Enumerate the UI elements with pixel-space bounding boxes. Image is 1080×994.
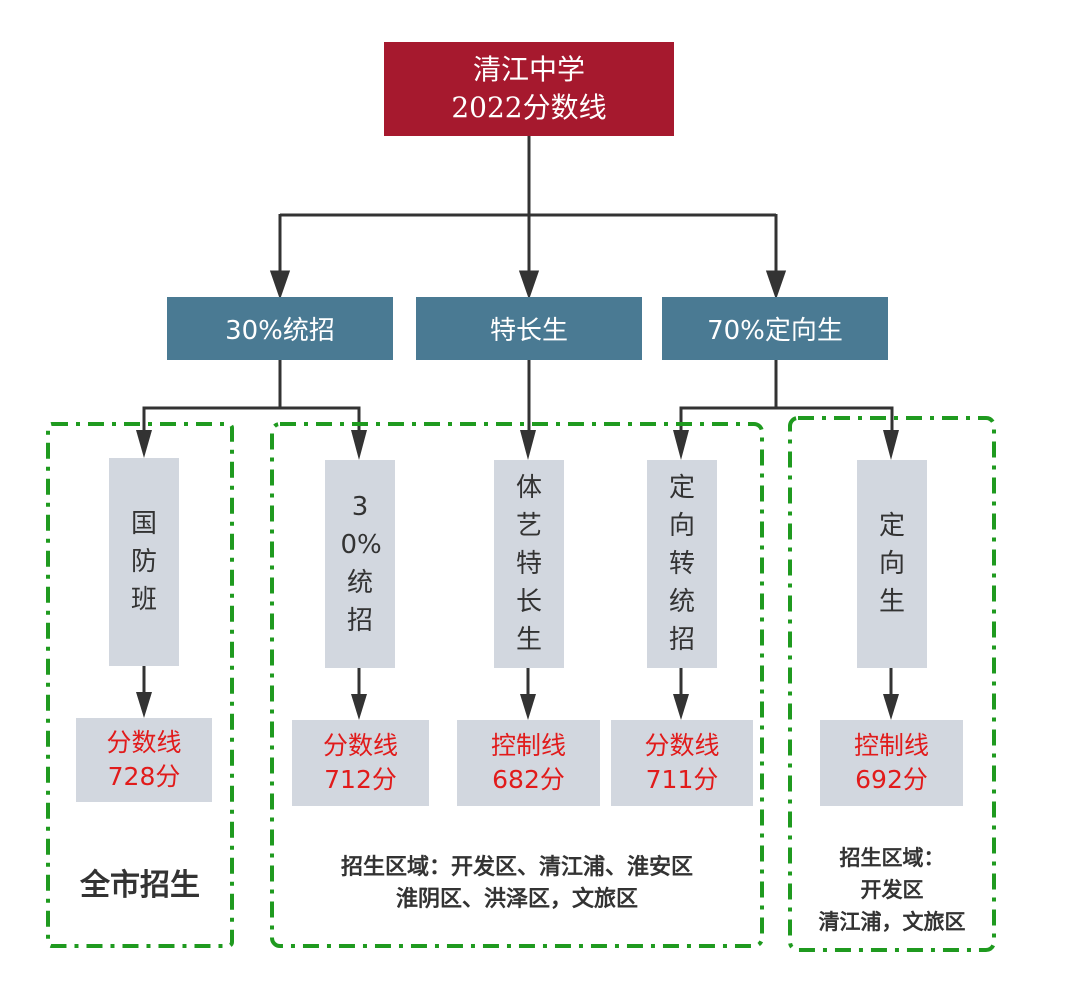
leaf-label: 体艺特长生 — [515, 473, 542, 655]
root-title: 清江中学 — [472, 53, 585, 86]
arrowhead-leaf-4 — [673, 430, 689, 460]
root-subtitle: 2022分数线 — [451, 91, 607, 124]
score-value: 728分 — [107, 762, 181, 791]
region-line: 开发区 — [860, 878, 924, 902]
region-line: 清江浦，文旅区 — [818, 910, 966, 934]
score-value: 692分 — [855, 765, 928, 794]
arrowhead-score-1 — [136, 692, 152, 718]
category-label: 特长生 — [489, 316, 568, 346]
score-directed-to-unified: 分数线 711分 — [611, 720, 753, 806]
score-sports-arts: 控制线 682分 — [457, 720, 600, 806]
region-line: 招生区域：开发区、清江浦、淮安区 — [340, 855, 693, 880]
leaf-directed: 定向生 — [857, 460, 927, 668]
arrowhead-leaf-2 — [351, 430, 367, 460]
arrowhead-leaf-1 — [136, 430, 152, 458]
category-unified-30: 30%统招 — [167, 297, 393, 360]
region-unified: 招生区域：开发区、清江浦、淮安区 淮阴区、洪泽区，文旅区 — [276, 852, 758, 916]
leaf-label: 30%统招 — [340, 492, 382, 636]
root-node: 清江中学 2022分数线 — [384, 42, 674, 136]
arrowhead-score-4 — [673, 694, 689, 720]
leaf-label: 国防班 — [130, 509, 157, 615]
score-value: 712分 — [324, 765, 397, 794]
connector-cat3-bar — [679, 406, 894, 432]
leaf-sports-arts: 体艺特长生 — [494, 460, 564, 668]
category-label: 70%定向生 — [707, 316, 843, 346]
score-directed: 控制线 692分 — [820, 720, 963, 806]
leaf-national-defense: 国防班 — [109, 458, 179, 666]
score-value: 711分 — [645, 765, 719, 794]
arrowhead-score-2 — [351, 694, 367, 720]
arrowhead-leaf-5 — [883, 430, 899, 460]
category-special-talent: 特长生 — [416, 297, 642, 360]
leaf-directed-to-unified: 定向转统招 — [647, 460, 717, 668]
connector-cat1-bar — [142, 406, 361, 432]
region-directed: 招生区域： 开发区 清江浦，文旅区 — [794, 842, 990, 938]
arrowhead-cat-3 — [765, 270, 787, 300]
region-line: 招生区域： — [839, 846, 945, 870]
score-value: 682分 — [492, 765, 565, 794]
score-type: 分数线 — [322, 731, 398, 760]
arrowhead-cat-1 — [269, 270, 291, 300]
arrowhead-cat-2 — [518, 270, 540, 300]
leaf-unified-30: 30%统招 — [325, 460, 395, 668]
group-border-citywide — [46, 422, 234, 948]
score-type: 控制线 — [853, 731, 929, 760]
region-text: 全市招生 — [80, 868, 200, 903]
leaf-label: 定向转统招 — [668, 473, 695, 655]
category-directed-70: 70%定向生 — [662, 297, 888, 360]
score-type: 分数线 — [106, 728, 182, 757]
group-border-directed — [788, 416, 996, 952]
region-citywide: 全市招生 — [50, 866, 230, 906]
score-type: 分数线 — [644, 731, 720, 760]
arrowhead-score-5 — [883, 694, 899, 720]
arrowhead-leaf-3 — [520, 430, 536, 460]
category-label: 30%统招 — [225, 316, 335, 346]
score-unified-30: 分数线 712分 — [292, 720, 429, 806]
score-type: 控制线 — [490, 731, 566, 760]
arrowhead-score-3 — [520, 694, 536, 720]
region-line: 淮阴区、洪泽区，文旅区 — [395, 887, 638, 912]
leaf-label: 定向生 — [878, 511, 905, 617]
score-national-defense: 分数线 728分 — [76, 718, 212, 802]
